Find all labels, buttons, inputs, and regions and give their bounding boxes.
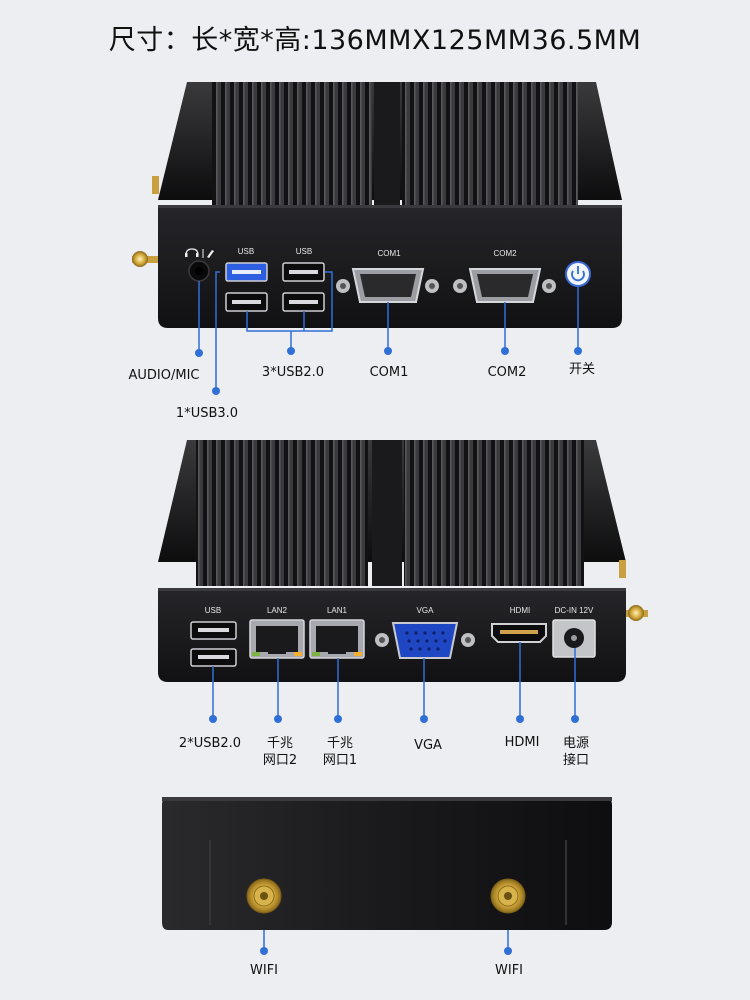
com2-port xyxy=(453,268,556,303)
side-panel xyxy=(162,797,612,930)
callout-audio-mic: AUDIO/MIC xyxy=(128,368,200,383)
callout-com2: COM2 xyxy=(487,365,527,380)
dc-in-label: DC-IN 12V xyxy=(555,606,594,615)
callout-wifi-1: WIFI xyxy=(250,963,278,978)
callout-com1: COM1 xyxy=(369,365,409,380)
callout-usb2-rear: 2*USB2.0 xyxy=(178,736,242,751)
headphone-icon xyxy=(185,248,199,257)
usb-label-2: USB xyxy=(296,247,312,256)
heatsink-fins-left xyxy=(212,82,372,217)
callout-lan2-line1: 千兆 xyxy=(266,736,293,751)
power-icon xyxy=(565,261,591,287)
vga-port-label: VGA xyxy=(417,606,435,615)
callout-usb3: 1*USB3.0 xyxy=(175,406,239,421)
mini-pc-side-view xyxy=(162,797,612,955)
callout-wifi-2: WIFI xyxy=(495,963,523,978)
callout-dc-line2: 接口 xyxy=(562,753,590,768)
com1-port xyxy=(336,268,439,303)
antenna-connector-icon xyxy=(132,251,158,267)
antenna-connector-icon xyxy=(246,878,282,914)
callout-hdmi: HDMI xyxy=(504,735,540,750)
vga-port xyxy=(375,622,475,659)
usb-label-rear: USB xyxy=(205,606,221,615)
unit3-callout-lines xyxy=(263,930,509,950)
callout-dc-line1: 电源 xyxy=(562,736,590,751)
lan1-port xyxy=(309,619,365,659)
lan1-port-label: LAN1 xyxy=(327,606,348,615)
callout-lan1-line1: 千兆 xyxy=(326,736,353,751)
callout-lan1: 千兆 网口1 xyxy=(323,735,357,769)
usb-label-1: USB xyxy=(238,247,254,256)
callout-lan2: 千兆 网口2 xyxy=(263,735,297,769)
dc-power-jack xyxy=(552,619,596,658)
callout-power-switch: 开关 xyxy=(568,362,596,377)
unit2-callout-lines xyxy=(212,642,576,718)
callout-usb2-front: 3*USB2.0 xyxy=(261,365,325,380)
com1-port-label: COM1 xyxy=(377,249,401,258)
antenna-connector-icon xyxy=(626,605,648,621)
callout-vga: VGA xyxy=(414,738,442,753)
hdmi-port xyxy=(491,623,547,643)
hdmi-port-label: HDMI xyxy=(510,606,530,615)
microphone-icon xyxy=(202,249,214,258)
callout-dc-in: 电源 接口 xyxy=(563,735,589,769)
lan2-port-label: LAN2 xyxy=(267,606,288,615)
mini-pc-rear-view: USB LAN2 LAN1 VGA xyxy=(158,440,648,723)
lan2-port xyxy=(249,619,305,659)
mini-pc-front-view: USB USB COM1 COM2 xyxy=(132,82,622,395)
heatsink-fins-right xyxy=(402,82,578,217)
callout-lan2-line2: 网口2 xyxy=(262,753,298,768)
antenna-connector-icon xyxy=(490,878,526,914)
product-dimensions-title: 尺寸：长*宽*高:136MMX125MM36.5MM xyxy=(108,25,642,56)
callout-lan1-line2: 网口1 xyxy=(322,753,358,768)
com2-port-label: COM2 xyxy=(493,249,517,258)
unit1-callout-lines xyxy=(198,271,579,390)
